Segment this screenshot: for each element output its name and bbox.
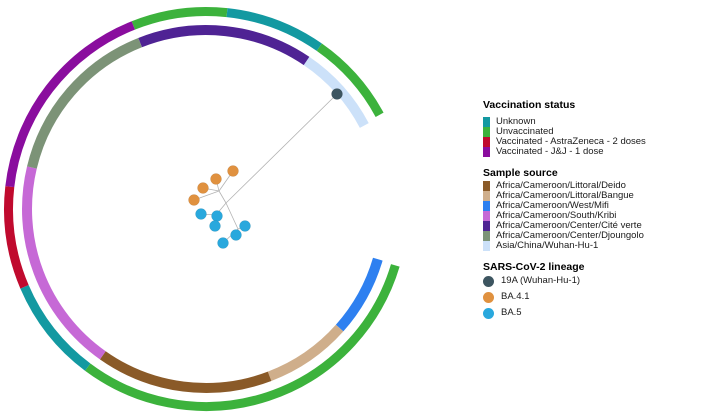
tree-branch <box>225 202 239 230</box>
legend-title-sample-source: Sample source <box>483 167 558 179</box>
legend-item-label: BA.4.1 <box>501 291 530 302</box>
vaccination-status-ring-segment <box>85 264 400 411</box>
legend-item-label: Africa/Cameroon/South/Kribi <box>496 210 617 221</box>
vaccination-status-ring-segment <box>131 6 228 30</box>
tree-branch <box>218 190 227 204</box>
legend-item-label: Vaccinated - AstraZeneca - 2 doses <box>496 136 646 147</box>
vaccination-status-ring-segment <box>316 43 384 117</box>
tree-tip <box>209 220 221 232</box>
legend-item-label: BA.5 <box>501 307 522 318</box>
tree-tip <box>239 220 251 232</box>
legend-item: Africa/Cameroon/West/Mifi <box>483 201 718 211</box>
legend-swatch-icon <box>483 137 490 147</box>
legend-item-label: Asia/China/Wuhan-Hu-1 <box>496 240 599 251</box>
sample-source-ring-segment <box>27 37 142 169</box>
vaccination-status-ring-segment <box>4 186 29 289</box>
tree-branch <box>225 93 338 204</box>
legend-item: Africa/Cameroon/Center/Cité verte <box>483 221 718 231</box>
tree-tip <box>197 182 209 194</box>
vaccination-status-ring-segment <box>5 21 135 188</box>
legend-swatch-icon <box>483 147 490 157</box>
tree-tip <box>188 194 200 206</box>
legend-item-label: Africa/Cameroon/Center/Djoungolo <box>496 230 644 241</box>
tree-tip <box>195 208 207 220</box>
legend-item: Africa/Cameroon/Center/Djoungolo <box>483 231 718 241</box>
legend-swatch-icon <box>483 127 490 137</box>
legend-item-label: Africa/Cameroon/Littoral/Deido <box>496 180 626 191</box>
vaccination-status-ring-segment <box>20 285 91 371</box>
legend-sample-source: Sample source Africa/Cameroon/Littoral/D… <box>483 167 718 251</box>
tree-tip <box>211 210 223 222</box>
legend-item: BA.5 <box>483 305 718 321</box>
legend-item-label: Vaccinated - J&J - 1 dose <box>496 146 604 157</box>
sample-source-ring-segment <box>138 25 310 66</box>
circular-tree-plot <box>4 6 400 411</box>
legend-item: Unknown <box>483 117 718 127</box>
legend-item: Unvaccinated <box>483 127 718 137</box>
legend-item-label: Unknown <box>496 116 536 127</box>
legend-item: Africa/Cameroon/South/Kribi <box>483 211 718 221</box>
legend-item-label: Unvaccinated <box>496 126 554 137</box>
vaccination-status-ring-segment <box>226 8 322 51</box>
legend-item-label: 19A (Wuhan-Hu-1) <box>501 275 581 286</box>
legend-swatch-icon <box>483 201 490 211</box>
legend-item: 19A (Wuhan-Hu-1) <box>483 273 718 289</box>
legend-item: Africa/Cameroon/Littoral/Bangue <box>483 191 718 201</box>
tree-tip <box>230 229 242 241</box>
legend-swatch-icon <box>483 191 490 201</box>
legend-dot-icon <box>483 307 494 319</box>
legend-item: Asia/China/Wuhan-Hu-1 <box>483 241 718 251</box>
legend-item: BA.4.1 <box>483 289 718 305</box>
legend-item: Africa/Cameroon/Littoral/Deido <box>483 181 718 191</box>
legend-swatch-icon <box>483 221 490 231</box>
legend-item-label: Africa/Cameroon/West/Mifi <box>496 200 609 211</box>
legend-title-sars-cov-2-lineage: SARS-CoV-2 lineage <box>483 261 585 273</box>
legend-title-vaccination-status: Vaccination status <box>483 99 576 111</box>
tree-tip <box>331 88 343 100</box>
legend-swatch-icon <box>483 231 490 241</box>
legend-item: Vaccinated - AstraZeneca - 2 doses <box>483 137 718 147</box>
legend-dot-icon <box>483 291 494 303</box>
sample-source-ring-segment <box>267 324 344 381</box>
tree-tip <box>210 173 222 185</box>
legend-item-label: Africa/Cameroon/Center/Cité verte <box>496 220 642 231</box>
legend-swatch-icon <box>483 181 490 191</box>
legend-sars-cov-2-lineage: SARS-CoV-2 lineage 19A (Wuhan-Hu-1) BA.4.… <box>483 261 718 321</box>
legend-item: Vaccinated - J&J - 1 dose <box>483 147 718 157</box>
legend-item-label: Africa/Cameroon/Littoral/Bangue <box>496 190 634 201</box>
tree-tip <box>217 237 229 249</box>
legend-swatch-icon <box>483 211 490 221</box>
sample-source-ring-segment <box>335 257 383 332</box>
sample-source-ring-segment <box>22 166 106 360</box>
sample-source-ring-segment <box>99 351 272 393</box>
legend-swatch-icon <box>483 117 490 127</box>
tree-tip <box>227 165 239 177</box>
legend-swatch-icon <box>483 241 490 251</box>
legend-dot-icon <box>483 275 494 287</box>
